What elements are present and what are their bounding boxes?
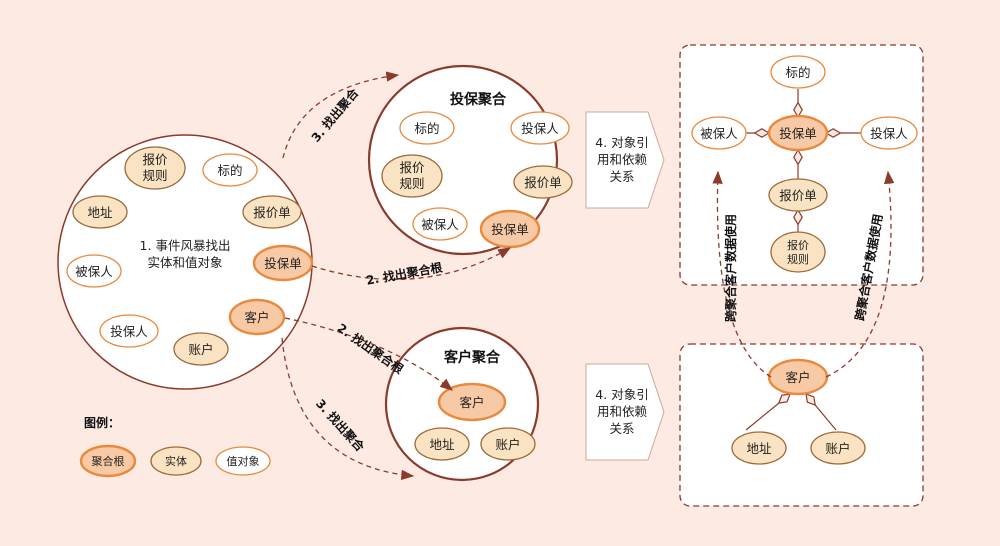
svg-text:投保人: 投保人 (110, 324, 148, 339)
arrow-label-find-root-policy: 2. 找出聚合根 (365, 259, 444, 287)
svg-text:客户: 客户 (785, 370, 810, 385)
storm-policyholder: 投保人 (99, 314, 159, 348)
svg-text:标的: 标的 (414, 121, 439, 136)
legend-value-object: 值对象 (215, 446, 271, 476)
svg-text:投保单: 投保单 (779, 126, 817, 141)
svg-text:报价: 报价 (142, 152, 168, 167)
svg-text:地址: 地址 (746, 441, 772, 456)
storm-subject: 标的 (202, 153, 258, 187)
svg-text:关系: 关系 (609, 421, 634, 436)
customer-agg-account: 账户 (480, 427, 536, 461)
customer-agg-address: 地址 (414, 427, 470, 461)
arrow-cross-aggregate-policyholder (825, 170, 895, 378)
svg-text:账户: 账户 (188, 342, 213, 357)
policy-agg-subject: 标的 (399, 111, 455, 145)
svg-text:地址: 地址 (429, 437, 455, 452)
svg-text:客户: 客户 (244, 310, 269, 325)
storm-account: 账户 (173, 332, 229, 366)
arrow-cross-aggregate-insured (712, 170, 772, 378)
svg-text:投保人: 投保人 (870, 126, 908, 141)
arrow-find-root-customer (284, 317, 454, 391)
policy-agg-policy-root: 投保单 (479, 209, 541, 249)
storm-customer-root: 客户 (228, 298, 286, 336)
svg-text:值对象: 值对象 (227, 454, 260, 468)
svg-text:客户: 客户 (459, 395, 484, 410)
policy-aggregate-title: 投保聚合 (450, 91, 507, 108)
svg-text:用和依赖: 用和依赖 (597, 152, 648, 167)
svg-text:规则: 规则 (399, 176, 424, 191)
rel-address: 地址 (731, 431, 787, 465)
rel-insured: 被保人 (691, 116, 747, 150)
svg-text:报价: 报价 (399, 160, 425, 175)
legend-aggregate-root: 聚合根 (79, 444, 137, 478)
svg-text:规则: 规则 (787, 252, 809, 266)
svg-text:标的: 标的 (785, 65, 810, 80)
policy-agg-policyholder: 投保人 (510, 111, 570, 145)
storm-address: 地址 (72, 195, 128, 229)
storm-quote: 报价单 (242, 195, 302, 229)
svg-text:4. 对象引: 4. 对象引 (595, 387, 648, 402)
cross-label-left: 跨聚合客户数据使用 (723, 214, 738, 322)
rel-account: 账户 (810, 431, 866, 465)
svg-text:用和依赖: 用和依赖 (597, 404, 648, 419)
link-address-customer (745, 394, 790, 431)
arrow-find-root-policy (311, 247, 512, 281)
arrow-find-aggregate-customer (281, 337, 415, 481)
arrow-label-find-root-customer: 2. 找出聚合根 (335, 320, 407, 377)
svg-text:投保单: 投保单 (264, 256, 302, 271)
storm-quote-rule: 报价 规则 (124, 146, 186, 190)
svg-text:被保人: 被保人 (75, 264, 113, 279)
svg-text:账户: 账户 (825, 441, 850, 456)
policy-agg-quote-rule: 报价 规则 (381, 154, 443, 198)
svg-text:投保人: 投保人 (521, 121, 559, 136)
svg-text:账户: 账户 (495, 437, 520, 452)
svg-text:被保人: 被保人 (700, 126, 738, 141)
customer-aggregate-title: 客户聚合 (443, 349, 501, 366)
svg-text:报价单: 报价单 (779, 188, 817, 203)
policy-agg-quote: 报价单 (513, 165, 573, 199)
step4-arrow-top: 4. 对象引 用和依赖 关系 (585, 111, 665, 209)
legend-entity: 实体 (150, 446, 202, 476)
rel-policy-root: 投保单 (767, 114, 829, 152)
svg-text:4. 对象引: 4. 对象引 (595, 135, 648, 150)
arrow-label-find-aggregate-customer: 3. 找出聚合 (313, 396, 368, 455)
svg-text:关系: 关系 (609, 169, 634, 184)
svg-text:投保单: 投保单 (491, 222, 529, 237)
svg-text:地址: 地址 (87, 205, 113, 220)
rel-quote-rule: 报价 规则 (770, 231, 826, 273)
svg-text:聚合根: 聚合根 (92, 454, 125, 468)
storm-center-text-1: 1. 事件风暴找出 (140, 238, 231, 253)
policy-agg-insured: 被保人 (412, 207, 468, 241)
svg-text:标的: 标的 (217, 163, 242, 178)
arrow-find-aggregate-policy (282, 71, 400, 159)
customer-agg-customer-root: 客户 (437, 382, 507, 422)
storm-insured: 被保人 (66, 254, 122, 288)
rel-customer-root: 客户 (767, 358, 829, 396)
rel-quote: 报价单 (768, 178, 828, 212)
rel-policyholder: 投保人 (860, 116, 918, 150)
legend-title: 图例： (84, 415, 120, 430)
customer-relationship-box (679, 343, 924, 507)
svg-text:规则: 规则 (142, 168, 167, 183)
step4-arrow-bottom: 4. 对象引 用和依赖 关系 (585, 363, 665, 461)
svg-text:被保人: 被保人 (421, 217, 459, 232)
svg-text:报价: 报价 (787, 238, 809, 252)
svg-text:报价单: 报价单 (524, 175, 562, 190)
storm-policy-root: 投保单 (252, 244, 314, 282)
svg-text:报价单: 报价单 (253, 205, 291, 220)
rel-subject: 标的 (770, 55, 826, 89)
link-account-customer (806, 394, 837, 431)
svg-text:实体: 实体 (165, 454, 187, 468)
storm-center-text-2: 实体和值对象 (147, 255, 222, 270)
